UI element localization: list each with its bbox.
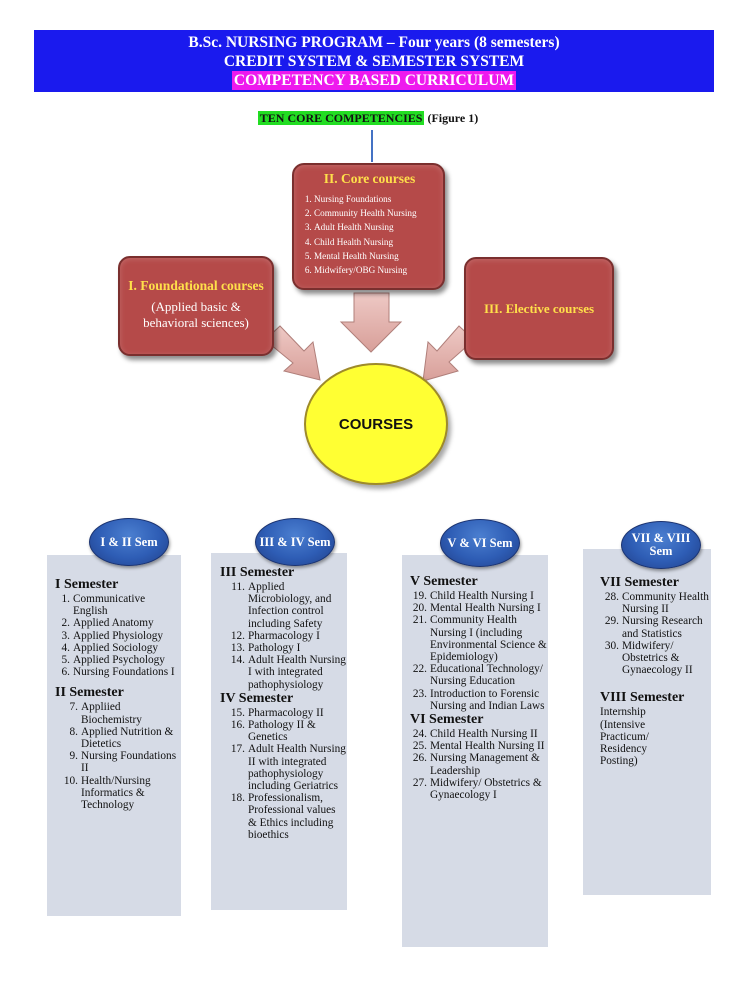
semester-heading: V Semester bbox=[410, 574, 478, 589]
core-course-item: Midwifery/OBG Nursing bbox=[314, 263, 437, 277]
semester-heading: III Semester bbox=[220, 565, 295, 580]
course-item: 21.Community Health Nursing I (including… bbox=[412, 614, 547, 664]
course-item: 25.Mental Health Nursing II bbox=[412, 740, 545, 753]
semester-oval-3: V & VI Sem bbox=[440, 519, 520, 567]
semester-oval-label: III & IV Sem bbox=[259, 534, 331, 549]
course-item: 19.Child Health Nursing I bbox=[412, 590, 534, 602]
course-item: 30.Midwifery/ Obstetrics & Gynaecology I… bbox=[604, 639, 693, 677]
courses-label: COURSES bbox=[338, 415, 414, 433]
semester-heading: VIII Semester bbox=[600, 690, 685, 706]
course-item: 20.Mental Health Nursing I bbox=[412, 602, 541, 615]
figure-reference: (Figure 1) bbox=[427, 111, 479, 125]
semester-heading: VII Semester bbox=[600, 575, 679, 590]
semester-column-4: VII Semester 28.Community Health Nursing… bbox=[600, 575, 710, 767]
down-arrow bbox=[339, 292, 403, 353]
course-item: 16.Pathology II & Genetics bbox=[230, 719, 316, 744]
left-arrow bbox=[264, 325, 321, 381]
course-item: 10.Health/Nursing Informatics & Technolo… bbox=[63, 774, 151, 812]
course-item: 26.Nursing Management & Leadership bbox=[412, 752, 540, 777]
course-item: 6.Nursing Foundations I bbox=[61, 666, 175, 679]
course-item: 7.Appliied Biochemistry bbox=[69, 701, 142, 726]
course-item: 29.Nursing Research and Statistics bbox=[604, 615, 703, 640]
elective-courses-box: III. Elective courses bbox=[464, 257, 614, 360]
core-courses-box: II. Core courses Nursing Foundations Com… bbox=[292, 163, 445, 290]
core-course-item: Nursing Foundations bbox=[314, 192, 437, 206]
right-arrow bbox=[422, 325, 475, 382]
course-item: 18.Professionalism, Professional values … bbox=[230, 792, 336, 841]
semester-column-2: III Semester 11.Applied Microbiology, an… bbox=[220, 565, 346, 841]
title-banner: B.Sc. NURSING PROGRAM – Four years (8 se… bbox=[34, 30, 714, 92]
semester-heading: II Semester bbox=[55, 685, 124, 701]
semester-panel-2 bbox=[211, 553, 347, 910]
arrows-layer bbox=[264, 292, 475, 382]
semester-oval-label: I & II Sem bbox=[100, 534, 158, 549]
course-item: 27.Midwifery/ Obstetrics & Gynaecology I bbox=[412, 776, 542, 802]
course-item: 4.Applied Sociology bbox=[61, 641, 159, 654]
core-competencies-caption: TEN CORE COMPETENCIES (Figure 1) bbox=[0, 111, 736, 126]
core-courses-list: Nursing Foundations Community Health Nur… bbox=[302, 192, 437, 277]
title-line-3: COMPETENCY BASED CURRICULUM bbox=[231, 71, 517, 90]
foundational-courses-subtitle: (Applied basic & behavioral sciences) bbox=[143, 299, 249, 330]
course-item: 22.Educational Technology/ Nursing Educa… bbox=[412, 663, 543, 688]
course-item: 14.Adult Health Nursing I with integrate… bbox=[230, 654, 346, 691]
course-item: 9.Nursing Foundations II bbox=[69, 750, 177, 775]
course-item: 15.Pharmacology II bbox=[230, 706, 324, 719]
semester-heading: VI Semester bbox=[410, 712, 484, 728]
semester-column-1: I Semester 1.Communicative English 2.App… bbox=[55, 577, 180, 811]
internship-description: Internship (Intensive Practicum/ Residen… bbox=[600, 706, 649, 768]
foundational-courses-box: I. Foundational courses (Applied basic &… bbox=[118, 256, 274, 356]
foundational-courses-title: I. Foundational courses bbox=[128, 278, 264, 293]
semester-oval-2: III & IV Sem bbox=[255, 518, 335, 566]
course-item: 3.Applied Physiology bbox=[61, 629, 164, 642]
semester-oval-4: VII & VIII Sem bbox=[621, 521, 701, 569]
course-item: 28.Community Health Nursing II bbox=[604, 591, 709, 616]
course-item: 2.Applied Anatomy bbox=[61, 617, 154, 630]
course-item: 17.Adult Health Nursing II with integrat… bbox=[230, 743, 346, 793]
semester-oval-label: V & VI Sem bbox=[447, 535, 513, 550]
core-course-item: Community Health Nursing bbox=[314, 206, 437, 220]
course-item: 8.Applied Nutrition & Dietetics bbox=[69, 725, 174, 751]
course-item: 11.Applied Microbiology, and Infection c… bbox=[231, 581, 332, 630]
semester-oval-label: VII & VIII Sem bbox=[631, 531, 691, 558]
semester-oval-1: I & II Sem bbox=[89, 518, 169, 566]
semester-heading: I Semester bbox=[55, 577, 119, 592]
connector-line bbox=[371, 130, 373, 162]
semester-column-3: V Semester 19.Child Health Nursing I 20.… bbox=[410, 574, 547, 801]
semester-panel-4 bbox=[583, 549, 711, 895]
courses-circle: COURSES bbox=[304, 363, 448, 485]
semester-panel-1 bbox=[47, 555, 181, 916]
title-line-1: B.Sc. NURSING PROGRAM – Four years (8 se… bbox=[188, 34, 560, 51]
semester-panel-3 bbox=[402, 555, 548, 947]
course-item: 1.Communicative English bbox=[61, 593, 146, 618]
core-course-item: Mental Health Nursing bbox=[314, 249, 437, 263]
course-item: 5.Applied Psychology bbox=[61, 654, 165, 667]
core-courses-title: II. Core courses bbox=[323, 171, 416, 186]
core-course-item: Child Health Nursing bbox=[314, 235, 437, 249]
title-line-2: CREDIT SYSTEM & SEMESTER SYSTEM bbox=[223, 53, 525, 70]
elective-courses-title: III. Elective courses bbox=[483, 300, 595, 316]
core-competencies-label: TEN CORE COMPETENCIES bbox=[257, 111, 425, 125]
course-item: 13.Pathology I bbox=[230, 642, 301, 655]
course-item: 12.Pharmacology I bbox=[230, 629, 320, 642]
semester-heading: IV Semester bbox=[220, 690, 294, 706]
course-item: 24.Child Health Nursing II bbox=[412, 728, 538, 741]
course-item: 23.Introduction to Forensic Nursing and … bbox=[412, 687, 545, 712]
core-course-item: Adult Health Nursing bbox=[314, 220, 437, 234]
